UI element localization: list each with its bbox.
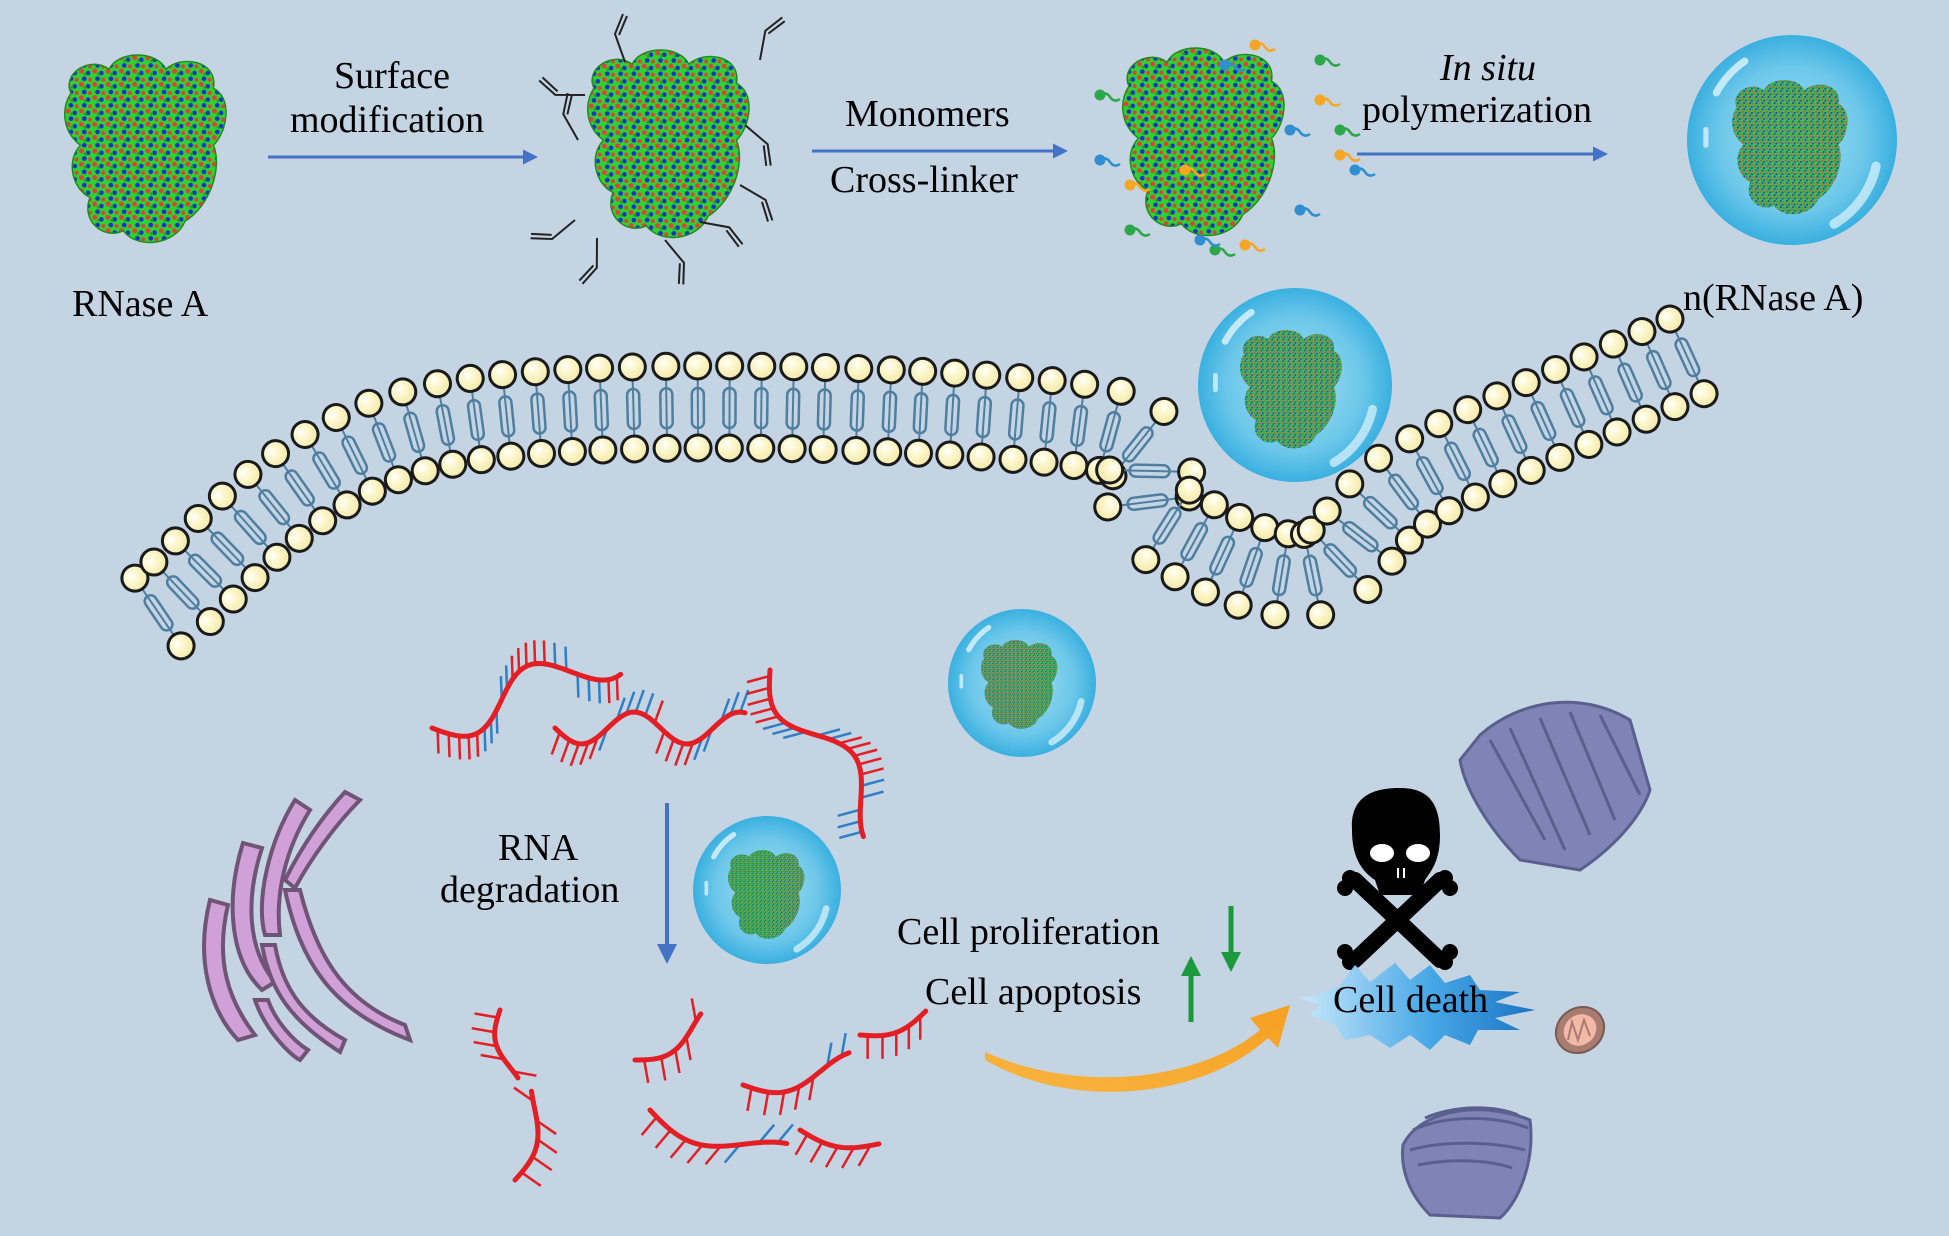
rna-fragments — [471, 998, 929, 1187]
lipid-molecule — [714, 351, 745, 463]
lipid-molecule — [808, 352, 841, 465]
lipid-molecule — [997, 362, 1036, 475]
nanocapsule-product — [1687, 35, 1897, 245]
lipid-molecule — [872, 354, 907, 467]
intact-rna — [429, 640, 885, 840]
lipid-molecule — [155, 521, 254, 619]
rna-strand-icon — [550, 689, 750, 767]
lipid-molecule — [1448, 390, 1522, 503]
lipid-molecule — [1623, 312, 1694, 426]
label-in-situ: In situ — [1440, 47, 1537, 89]
nanocapsule-cytosol — [693, 816, 841, 964]
rna-strand-icon — [794, 1127, 882, 1169]
lipid-molecule — [1291, 510, 1388, 610]
lipid-molecule — [777, 351, 809, 464]
cell-death-burst — [1300, 963, 1535, 1050]
rna-strand-icon — [632, 998, 704, 1084]
rna-strand-icon — [857, 1008, 929, 1059]
lipid-molecule — [178, 498, 275, 598]
lipid-molecule — [584, 353, 618, 466]
lipid-molecule — [903, 356, 938, 469]
lipid-bilayer — [115, 300, 1723, 666]
label-n-rnase-a: n(RNase A) — [1683, 277, 1864, 319]
lipid-molecule — [1594, 325, 1665, 438]
monomer-dots — [1094, 39, 1376, 257]
rna-strand-icon — [640, 1107, 794, 1165]
rna-strand-icon — [740, 1032, 852, 1116]
lipid-molecule — [1565, 338, 1636, 451]
rna-strand-icon — [512, 1086, 558, 1187]
label-degradation: degradation — [440, 869, 620, 911]
lipid-molecule — [1329, 464, 1430, 561]
lipid-molecule — [840, 353, 874, 466]
protein-surface-icon — [1122, 47, 1285, 237]
lipid-molecule — [1507, 363, 1579, 477]
lipid-molecule — [134, 542, 231, 642]
lipid-molecule — [617, 352, 650, 464]
protein-surface-icon — [64, 54, 227, 244]
lipid-molecule — [746, 351, 777, 463]
lipid-molecule — [683, 351, 713, 463]
lipid-molecule — [934, 357, 970, 471]
rna-strand-icon — [746, 667, 885, 840]
label-rna: RNA — [498, 827, 579, 869]
label-rnase-a: RNase A — [72, 283, 209, 325]
label-polymerization: polymerization — [1362, 89, 1593, 131]
mitochondrion-icon — [1554, 1005, 1606, 1055]
rna-strand-icon — [471, 1007, 537, 1081]
label-modification: modification — [290, 99, 485, 141]
lipid-molecule — [228, 454, 320, 559]
golgi-icon — [202, 789, 414, 1063]
rna-strand-icon — [429, 640, 624, 760]
orange-progression-arrow — [985, 1005, 1290, 1092]
lipid-molecule — [1478, 377, 1550, 490]
protein-surface-icon — [587, 49, 750, 239]
skull-crossbones-icon — [1337, 788, 1458, 970]
nanocapsule-internalized — [948, 609, 1096, 757]
endoplasmic-reticulum-icon — [1458, 700, 1652, 872]
endoplasmic-reticulum-icon — [1400, 1106, 1533, 1220]
label-cross-linker: Cross-linker — [830, 159, 1018, 201]
lipid-molecule — [552, 354, 588, 467]
label-cell-apoptosis: Cell apoptosis — [925, 971, 1142, 1013]
lipid-molecule — [1536, 350, 1608, 464]
nanocapsule-entering — [1198, 288, 1392, 482]
label-cell-death: Cell death — [1333, 979, 1489, 1021]
label-monomers: Monomers — [845, 93, 1010, 135]
monomer-loaded-rnase-a — [1094, 39, 1376, 257]
lipid-molecule — [317, 398, 392, 511]
lipid-molecule — [965, 359, 1003, 473]
label-surface: Surface — [334, 55, 451, 97]
lipid-molecule — [519, 356, 557, 469]
lipid-molecule — [651, 351, 682, 463]
lipid-molecule — [1419, 404, 1495, 516]
lipid-molecule — [202, 476, 297, 578]
native-rnase-a — [64, 54, 227, 244]
modified-rnase-a — [528, 12, 787, 288]
label-cell-proliferation: Cell proliferation — [897, 911, 1160, 953]
